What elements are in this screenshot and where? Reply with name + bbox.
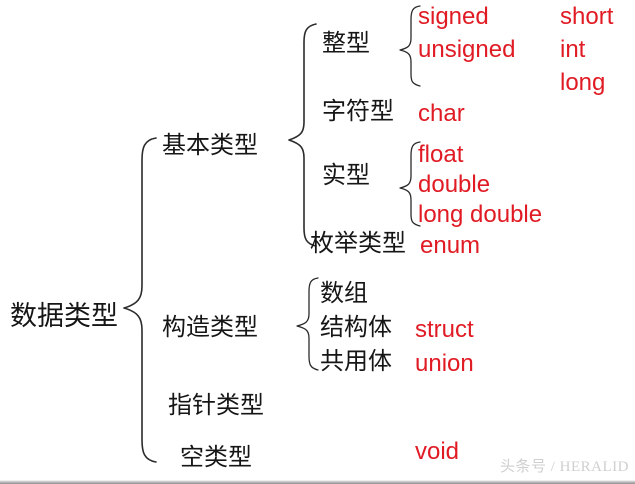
watermark: 头条号 / HERALID	[500, 459, 629, 475]
keyword-unsigned: unsigned	[418, 36, 516, 63]
child-label-integer: 整型	[322, 31, 370, 57]
keyword-long-double: long double	[418, 201, 543, 228]
child-label-union: 共用体	[320, 349, 392, 375]
root-brace	[118, 136, 160, 464]
keyword-int: int	[560, 36, 586, 63]
keyword-char: char	[418, 100, 465, 127]
keyword-union: union	[415, 350, 474, 377]
keyword-short: short	[560, 3, 614, 30]
keyword-enum: enum	[420, 232, 481, 259]
child-label-real: 实型	[322, 163, 370, 189]
keyword-long: long	[560, 69, 606, 96]
keyword-signed: signed	[418, 3, 489, 30]
branch-label-constructed: 构造类型	[162, 315, 258, 341]
root-label: 数据类型	[10, 301, 118, 331]
basic-brace	[284, 22, 320, 248]
child-label-array: 数组	[320, 281, 368, 307]
keyword-struct: struct	[415, 316, 474, 343]
keyword-float: float	[418, 141, 464, 168]
child-label-struct: 结构体	[320, 315, 392, 341]
bottom-rule	[0, 480, 635, 484]
branch-label-void: 空类型	[180, 445, 252, 471]
child-label-enumeration: 枚举类型	[310, 231, 406, 257]
branch-label-basic: 基本类型	[162, 133, 258, 159]
constructed-brace	[292, 276, 322, 372]
keyword-void: void	[415, 438, 460, 465]
child-label-character: 字符型	[322, 99, 394, 125]
keyword-double: double	[418, 171, 491, 198]
branch-label-pointer: 指针类型	[168, 393, 264, 419]
